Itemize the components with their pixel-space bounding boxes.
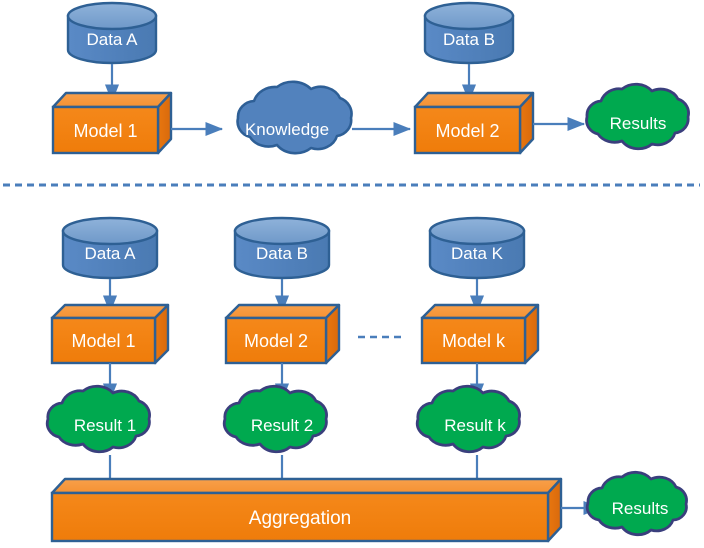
cloud-result-2	[222, 384, 328, 454]
database-data-k-bottom	[428, 216, 526, 280]
database-data-a-top	[66, 1, 158, 65]
cloud-results-top	[585, 82, 690, 151]
cloud-results-final	[585, 470, 688, 537]
database-data-a-bottom	[61, 216, 159, 280]
database-data-b-top	[423, 1, 515, 65]
cloud-result-k	[415, 384, 521, 454]
box-model-2-bottom	[224, 303, 341, 365]
box-model-1-top	[51, 91, 173, 155]
box-aggregation	[50, 477, 563, 543]
box-model-1-bottom	[50, 303, 170, 365]
box-model-2-top	[413, 91, 535, 155]
box-model-k-bottom	[420, 303, 540, 365]
database-data-b-bottom	[233, 216, 331, 280]
cloud-result-1	[45, 384, 151, 454]
cloud-knowledge	[236, 80, 353, 155]
